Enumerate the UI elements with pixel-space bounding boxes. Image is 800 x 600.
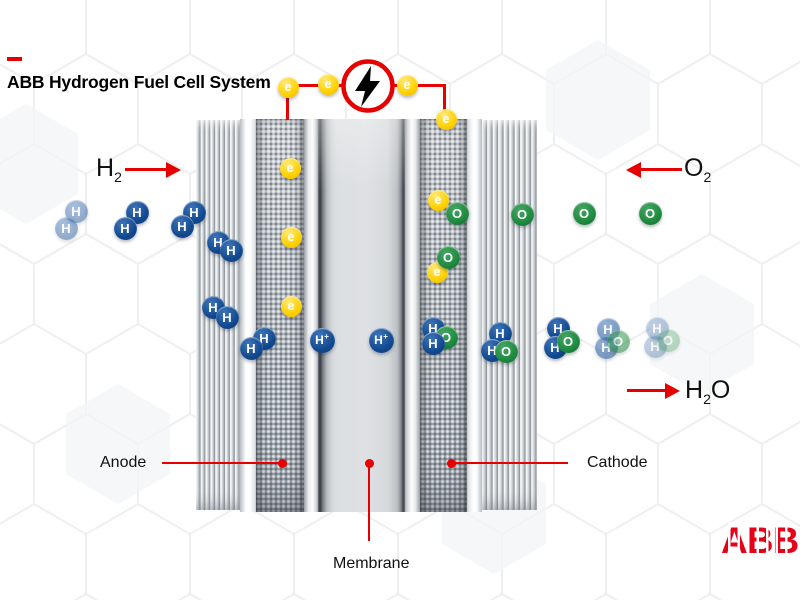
flow-plate-left	[196, 120, 240, 510]
h2o-label: H2O	[685, 376, 731, 407]
cathode-pointer-dot	[447, 458, 456, 468]
gap-plate-anode	[240, 119, 256, 512]
membrane-label: Membrane	[333, 555, 410, 572]
brand-dash	[7, 57, 22, 61]
gap-membrane-cathode	[405, 119, 420, 512]
membrane-pointer-line	[367, 463, 370, 541]
cathode-pointer-line	[452, 461, 568, 464]
h2o-arrow-line	[627, 389, 667, 392]
anode-label: Anode	[100, 454, 147, 471]
h2-arrow-head	[166, 161, 181, 178]
cathode-label: Cathode	[587, 454, 648, 471]
page-title: ABB Hydrogen Fuel Cell System	[7, 72, 271, 92]
circuit-wire-left-vertical	[286, 84, 289, 120]
circuit-wire-left-horizontal	[286, 84, 344, 87]
abb-logo-stripes	[721, 520, 793, 562]
o2-arrow-line	[639, 168, 682, 171]
abb-logo: ABB	[721, 520, 799, 562]
gap-cathode-plate	[467, 119, 482, 512]
anode-layer	[256, 119, 304, 512]
h2-label: H2	[96, 154, 122, 185]
h2-arrow-line	[125, 168, 168, 171]
electricity-symbol	[341, 59, 395, 113]
membrane-layer	[318, 119, 405, 512]
anode-pointer-dot	[278, 458, 287, 468]
gap-anode-membrane	[304, 119, 318, 512]
anode-pointer-line	[162, 461, 282, 464]
circuit-wire-right-horizontal	[392, 84, 446, 87]
flow-plate-right	[482, 120, 537, 510]
lightning-bolt-icon	[355, 66, 380, 107]
h2o-arrow-head	[665, 382, 680, 399]
circuit-wire-right-vertical	[443, 84, 446, 120]
cathode-layer	[420, 119, 467, 512]
o2-label: O2	[684, 154, 712, 185]
o2-arrow-head	[626, 161, 641, 178]
